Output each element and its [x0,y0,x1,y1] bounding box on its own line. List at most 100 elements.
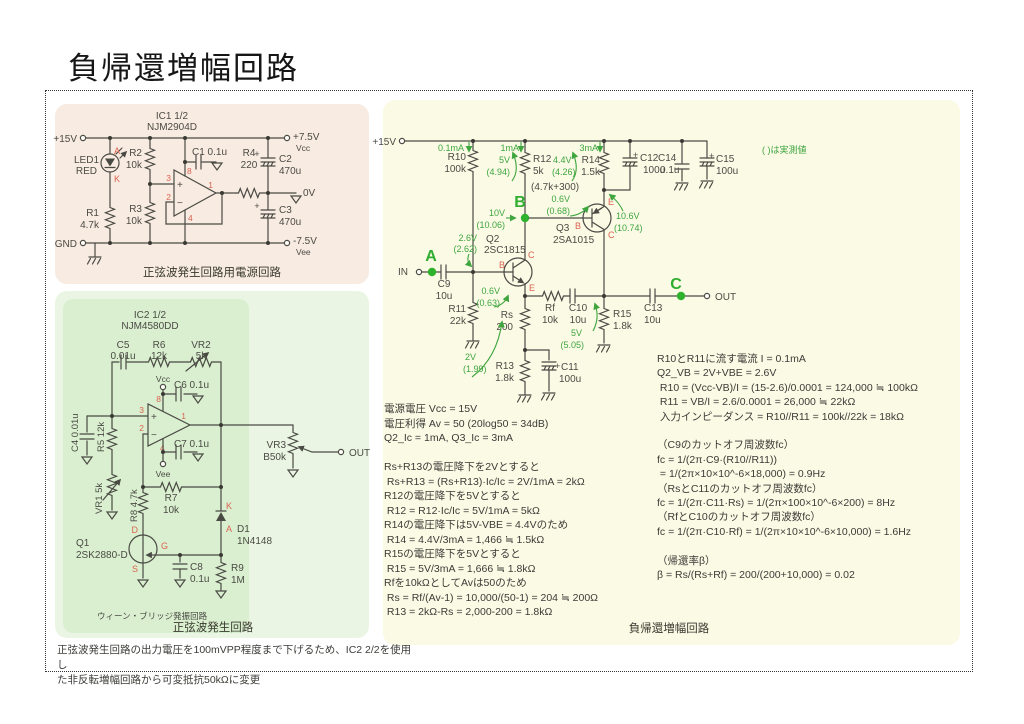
page-title: 負帰還増幅回路 [68,51,299,86]
q2-c-label: C [528,250,535,260]
c6-label: C6 0.1u [174,380,209,391]
d1-a-label: A [226,524,232,534]
q1-s-label: S [132,564,138,574]
annotation-arrow-icon [471,320,505,378]
q1-part: 2SK2880-D [76,550,128,561]
ic2-vee-label: Vee [156,469,171,479]
r7-val: 10k [163,505,180,516]
psu-p75-terminal [283,134,291,142]
annotation-arrow-icon [464,253,473,268]
rf-ref: Rf [545,303,555,314]
vr2-wiper-icon [185,351,210,372]
zero-volt-icon [215,590,227,599]
c12-polarity: + [633,150,638,160]
ic2-pin1: 1 [181,411,186,421]
v-q3e: 10.6V [616,211,640,221]
ic1-pin3: 3 [166,173,171,183]
psu-gnd-terminal [79,239,87,247]
c3-val: 470u [279,217,301,228]
v-q3e-m: (10.74) [614,223,643,233]
zero-volt-icon [174,579,186,588]
vr1-label: VR1 5k [94,483,105,514]
ic1-pin1: 1 [208,180,213,190]
q2-leads [512,255,526,297]
amp-caption: 負帰還増幅回路 [629,621,710,635]
c12-val: 100u [643,165,665,176]
current-r12: 1mA [500,143,519,153]
c5-ref: C5 [117,340,130,351]
resistor-r12 [519,149,531,177]
r13-val: 1.8k [495,373,515,384]
led-color: RED [76,166,97,177]
psu-0v-label: 0V [303,188,316,199]
node-a-label: A [425,248,437,265]
v-r15: 5V [571,328,582,338]
r12-ref: R12 [533,154,552,165]
r15-val: 1.8k [613,321,633,332]
v-base: 2.6V [458,233,477,243]
ground-icon [86,256,102,265]
q3-ref: Q3 [556,223,570,234]
psu-m75-terminal [283,239,291,247]
v-q2be-m: (0.63) [476,298,500,308]
current-r10: 0.1mA [438,143,464,153]
r5-label: R5 12k [96,422,107,452]
c2-polarity: + [254,149,259,159]
amplifier-circuit: +15V R10 100k R11 22k 0.1mA IN A C9 10u … [372,137,806,635]
r14-val: 1.5k [581,167,601,178]
amp-junction-dots [471,139,684,352]
calc-text-right: R10とR11に流す電流 I = 0.1mA Q2_VB = 2V+VBE = … [657,353,918,582]
node-a-dot [427,267,437,277]
r10-ref: R10 [448,152,467,163]
v-rs-m: (1.99) [463,364,487,374]
ground-icon [595,344,611,353]
ic2-pin3: 3 [139,405,144,415]
psu-gnd-label: GND [55,239,77,250]
capacitor-c8 [172,563,188,570]
zero-volt-icon [192,453,204,462]
ic2-pin8: 8 [156,394,161,404]
capacitor-c3 [260,209,276,219]
rf-val: 10k [542,315,559,326]
zero-volt-icon [290,195,302,204]
resistor-r15 [598,305,610,333]
annotation-arrow-icon [493,294,510,308]
r12-val: 5k [533,166,545,177]
r13-ref: R13 [496,361,515,372]
r6-val: 12k [151,351,168,362]
led-cathode-label: K [114,174,120,184]
q2-part: 2SC1815 [484,245,526,256]
capacitor-c4 [79,433,95,440]
c11-val: 100u [559,374,581,385]
osc-out-terminal [337,448,345,456]
v-b-m: (10.06) [476,220,505,230]
q2-e-label: E [529,283,535,293]
c3-polarity: + [254,201,259,211]
v-r14: 4.4V [553,155,572,165]
ic2-minus-icon: − [151,430,157,441]
dotted-frame [45,90,973,672]
r1-ref: R1 [86,208,99,219]
capacitor-c13 [649,288,656,304]
r4-val: 220 [241,160,258,171]
power-supply-panel [55,104,369,284]
rf-c10-wires [524,295,651,344]
vr3-wiper-icon [297,445,339,453]
ground-icon [698,180,714,189]
d1-k-label: K [226,501,232,511]
rs-ref: Rs [501,310,513,321]
psu-vee-label: Vee [296,247,311,257]
calc-text-left: 電源電圧 Vcc = 15V 電圧利得 Av = 50 (20log50 = 3… [384,403,599,618]
amp-in-label: IN [398,267,408,278]
c9-ref: C9 [438,279,451,290]
psu-m75-label: -7.5V [293,236,317,247]
annotation-arrow-icon [592,302,601,332]
amp-out-terminal [703,292,711,300]
v-q3be-m: (0.68) [546,206,570,216]
psu-15v-terminal [79,134,87,142]
v-rs: 2V [465,352,476,362]
c3-ref: C3 [279,205,292,216]
wien-series-wires [111,361,222,426]
q3-leads [528,189,605,297]
